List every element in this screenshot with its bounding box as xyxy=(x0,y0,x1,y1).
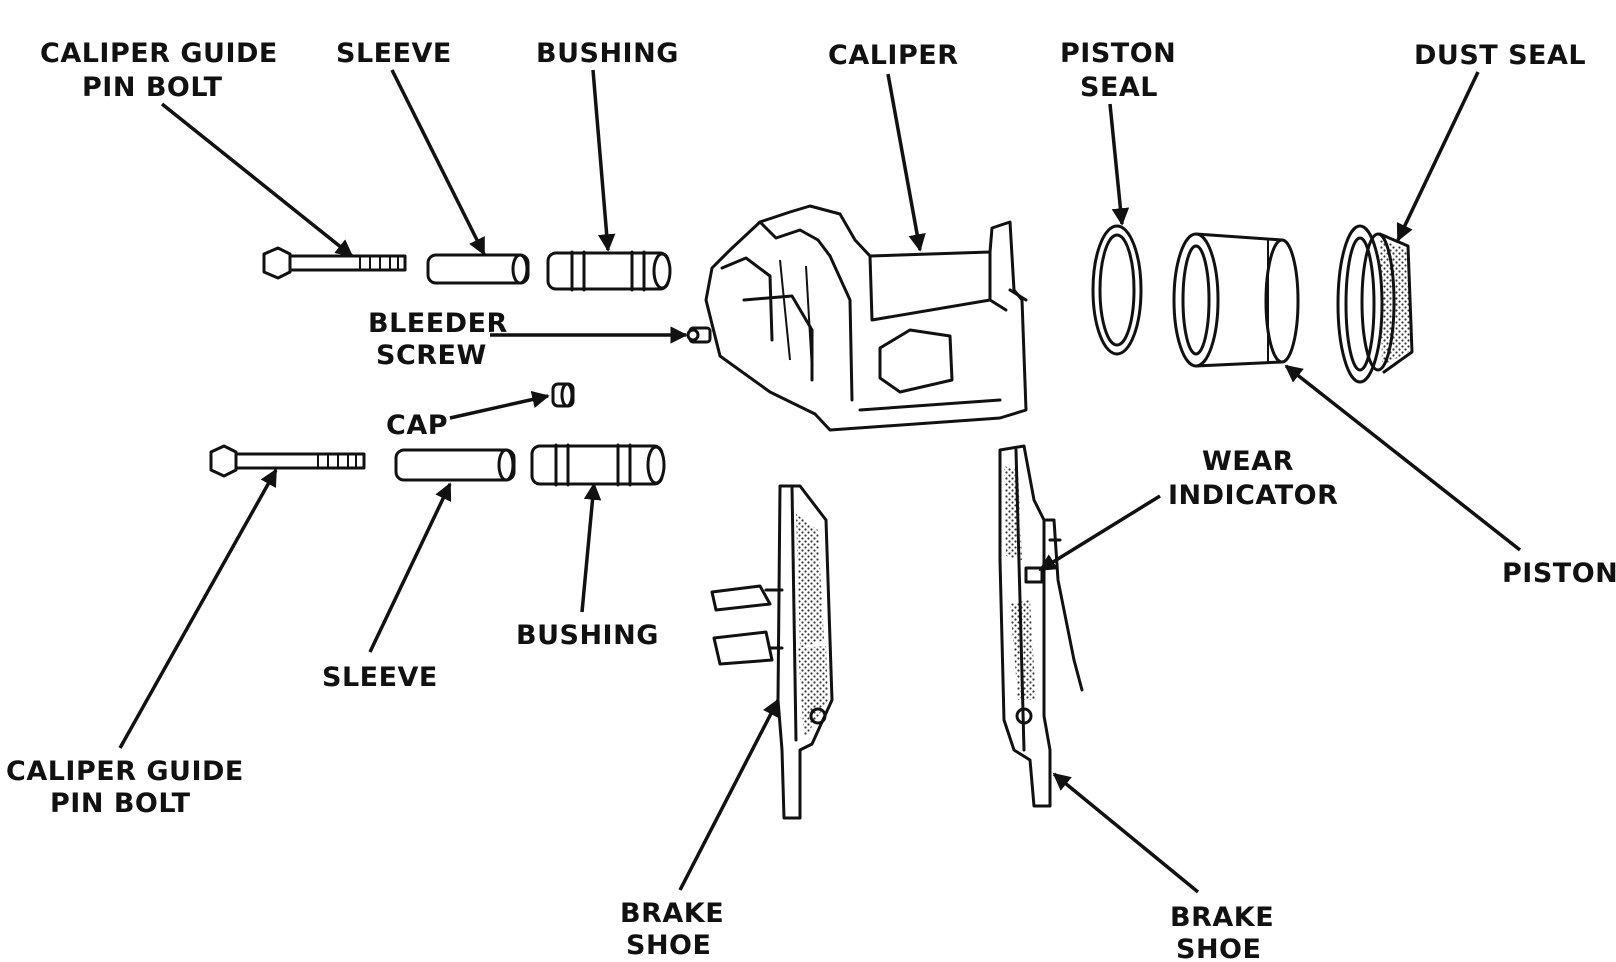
label-caliper-guide-pin-bolt-top-line2: PIN BOLT xyxy=(82,72,223,103)
brake-shoe-right-part xyxy=(998,444,1084,808)
label-brake-shoe-left-line2: SHOE xyxy=(626,930,711,961)
dust-seal-part xyxy=(1336,224,1414,384)
cap-part xyxy=(551,382,575,408)
caliper-guide-pin-bolt-bottom-part xyxy=(209,444,366,478)
label-brake-shoe-right-line1: BRAKE xyxy=(1170,902,1274,933)
bleeder-screw-part xyxy=(686,326,712,344)
caliper-body-part xyxy=(704,204,1028,432)
label-caliper-guide-pin-bolt-top-line1: CALIPER GUIDE xyxy=(40,38,278,69)
label-bushing-top: BUSHING xyxy=(536,38,679,69)
label-piston: PISTON xyxy=(1502,558,1616,589)
bushing-top-part xyxy=(546,250,672,292)
sleeve-bottom-part xyxy=(394,448,516,482)
label-bleeder-screw-line1: BLEEDER xyxy=(368,308,508,339)
label-piston-seal-line1: PISTON xyxy=(1060,38,1176,69)
label-sleeve-top: SLEEVE xyxy=(336,38,452,69)
label-sleeve-bottom: SLEEVE xyxy=(322,662,438,693)
label-brake-shoe-right-line2: SHOE xyxy=(1176,934,1261,962)
label-dust-seal: DUST SEAL xyxy=(1414,40,1586,71)
label-brake-shoe-left-line1: BRAKE xyxy=(620,898,724,929)
bushing-bottom-part xyxy=(530,443,666,487)
label-caliper: CALIPER xyxy=(828,40,958,71)
label-wear-indicator-line1: WEAR xyxy=(1202,446,1294,477)
label-bushing-bottom: BUSHING xyxy=(516,620,659,651)
caliper-guide-pin-bolt-top-part xyxy=(262,246,407,280)
brake-shoe-left-part xyxy=(710,484,834,820)
piston-part xyxy=(1172,232,1300,368)
label-caliper-guide-pin-bolt-bottom-line1: CALIPER GUIDE xyxy=(6,756,244,787)
piston-seal-part xyxy=(1091,224,1143,356)
leader-lines xyxy=(118,69,1522,894)
label-bleeder-screw-line2: SCREW xyxy=(376,340,487,371)
label-cap: CAP xyxy=(386,410,448,441)
label-piston-seal-line2: SEAL xyxy=(1080,72,1158,103)
label-wear-indicator-line2: INDICATOR xyxy=(1168,480,1338,511)
sleeve-top-part xyxy=(426,253,530,285)
label-caliper-guide-pin-bolt-bottom-line2: PIN BOLT xyxy=(50,788,191,819)
